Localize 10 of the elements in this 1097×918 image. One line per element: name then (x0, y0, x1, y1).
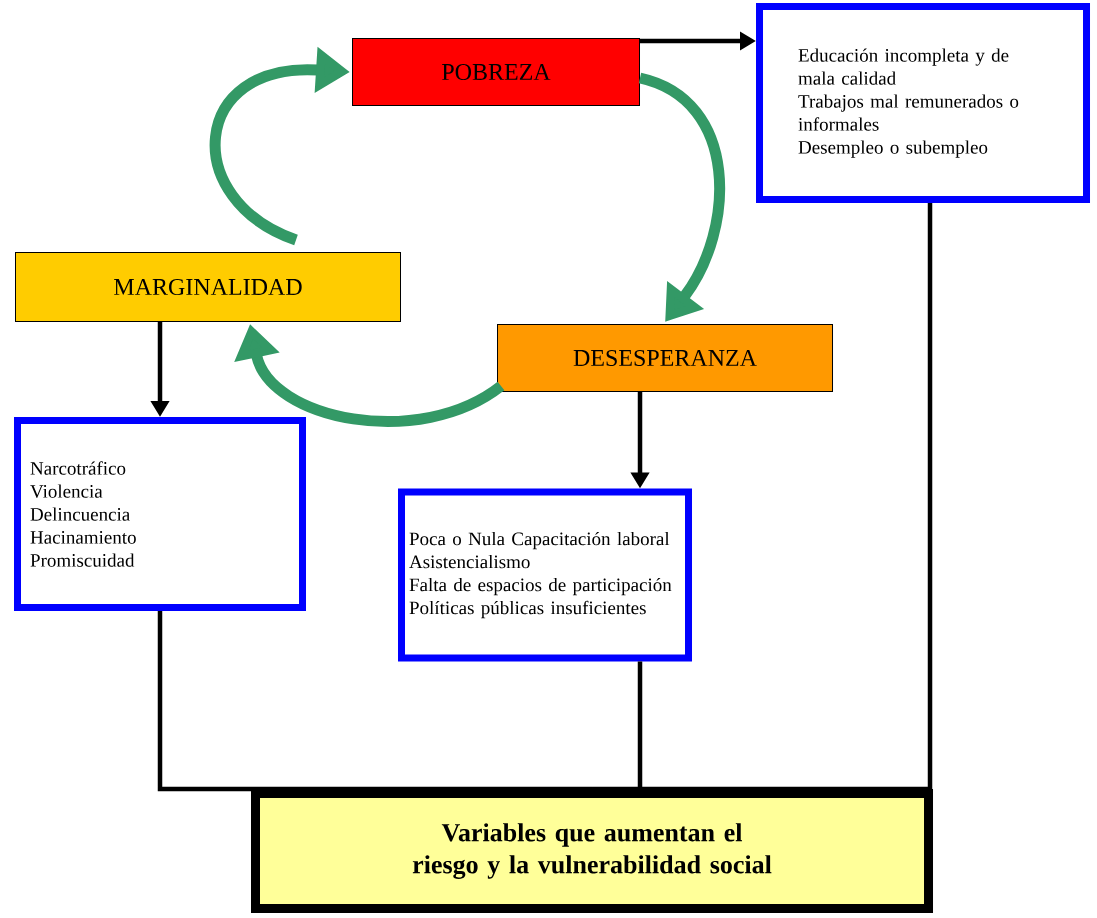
list-box: Educación incompleta y de mala calidad Trabajos mal remunerados o informales Desempleo o subempleo (756, 3, 1090, 203)
process-box: POBREZA (352, 38, 640, 106)
process-box: DESESPERANZA (497, 324, 833, 392)
list-box: Poca o Nula Capacitación laboral Asistencialismo Falta de espacios de participación Políticas públicas insuficientes (398, 488, 692, 662)
result-box: Variables que aumentan el riesgo y la vulnerabilidad social (251, 789, 933, 913)
process-box: MARGINALIDAD (15, 252, 401, 322)
connector-line (592, 203, 933, 792)
connector-line (637, 661, 643, 789)
connector-line (157, 611, 592, 792)
list-box: Narcotráfico Violencia Delincuencia Hacinamiento Promiscuidad (14, 417, 306, 611)
